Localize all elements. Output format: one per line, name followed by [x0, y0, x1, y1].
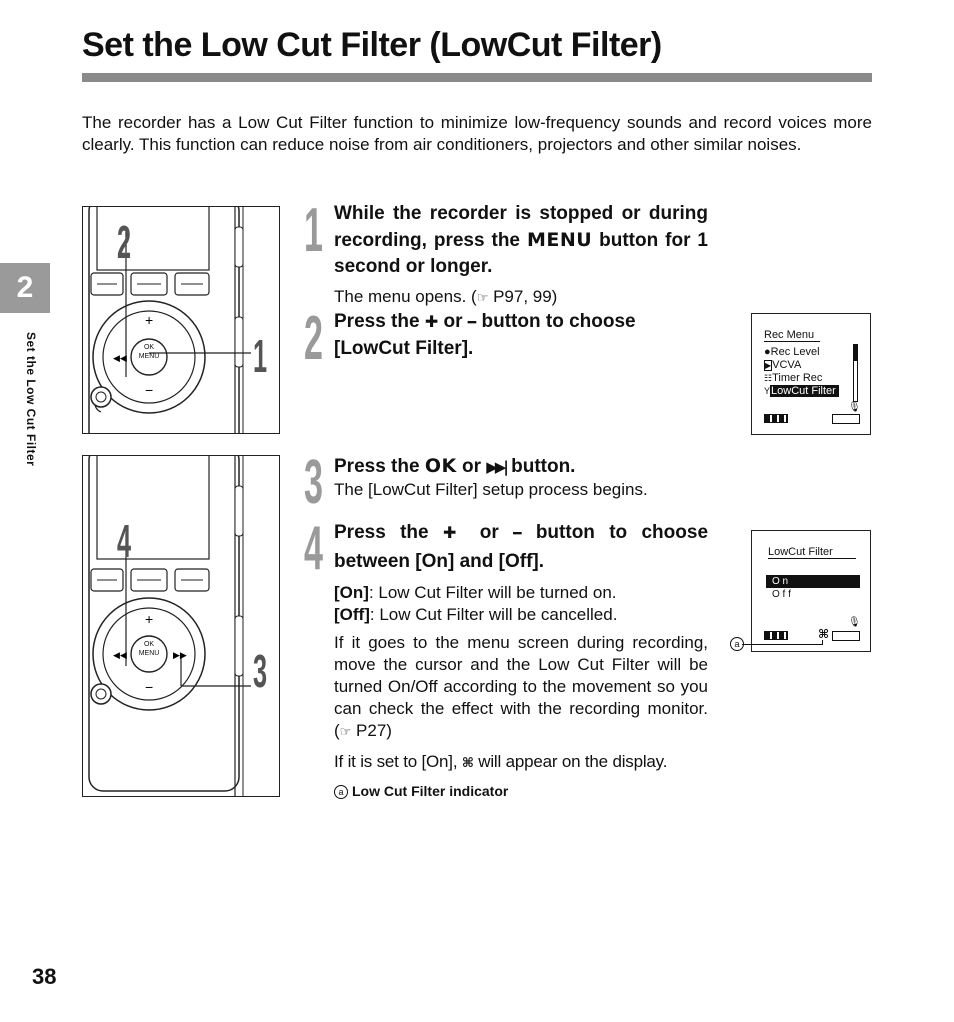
svg-text:◀◀: ◀◀	[113, 650, 127, 660]
step-1: While the recorder is stopped or during …	[334, 201, 708, 309]
step-4-paragraph: If it goes to the menu screen during rec…	[334, 633, 708, 740]
low-cut-filter-icon: ⌘	[818, 627, 830, 641]
title-underline	[82, 73, 872, 82]
lcd-menu-list: ●Rec Level ▶VCVA ☷Timer Rec YLowCut Filt…	[764, 346, 854, 398]
lcd-rec-menu: Rec Menu ●Rec Level ▶VCVA ☷Timer Rec YLo…	[751, 313, 871, 435]
mic-level-icon: 🎙	[848, 617, 861, 628]
lcd-menu-item-selected: YLowCut Filter	[764, 385, 854, 398]
menu-key-label: MENU	[526, 229, 593, 251]
battery-icon	[764, 414, 788, 423]
svg-text:▶▶: ▶▶	[173, 650, 187, 660]
ok-label: OK	[143, 344, 155, 351]
next-track-icon: ▶▶|	[486, 458, 508, 476]
lcd-marker: a	[730, 637, 744, 651]
step-4-heading: Press the ✚ or ━ button to choose betwee…	[334, 522, 709, 572]
svg-text:−: −	[145, 382, 153, 398]
step-1-note: The menu opens. (☞ P97, 99)	[334, 287, 558, 306]
chapter-tab: 2	[0, 263, 50, 313]
lcd-lowcut-filter: LowCut Filter O n O f f ⌘ 🎙	[751, 530, 871, 652]
ok-menu-label: OK MENU	[135, 343, 163, 361]
lcd-option-on: O n	[766, 575, 860, 588]
option-on-description: [On]: Low Cut Filter will be turned on.	[334, 583, 617, 602]
step-2: Press the ✚ or ━ button to choose [LowCu…	[334, 309, 708, 362]
lcd-menu-item: ▶VCVA	[764, 359, 802, 371]
page-title: Set the Low Cut Filter (LowCut Filter)	[82, 26, 662, 64]
svg-text:+: +	[145, 611, 153, 627]
mic-level-icon: 🎙	[848, 402, 861, 413]
plus-icon: ✚	[442, 523, 466, 542]
recorder-illustration: + − ◀◀ ▶▶	[88, 456, 251, 796]
menu-label: MENU	[138, 353, 160, 360]
reference-icon: ☞	[339, 724, 352, 739]
step-1-heading: While the recorder is stopped or during …	[334, 203, 708, 277]
lcd-marker-line	[822, 640, 823, 645]
svg-text:◀◀: ◀◀	[113, 353, 127, 363]
step-number-3: 3	[304, 448, 323, 517]
option-off-description: [Off]: Low Cut Filter will be cancelled.	[334, 605, 618, 624]
ok-label: OK	[143, 641, 155, 648]
battery-icon	[764, 631, 788, 640]
device-figure-bottom: + − ◀◀ ▶▶ OK MENU 4 3	[82, 455, 280, 797]
filter-icon: Y	[764, 386, 771, 396]
lcd-marker-line	[742, 644, 822, 645]
plus-icon: ✚	[424, 312, 439, 331]
step-number-1: 1	[304, 196, 323, 265]
svg-text:−: −	[145, 679, 153, 695]
callout-number-top: 2	[117, 216, 132, 268]
memory-icon	[832, 414, 860, 424]
rec-dot-icon: ●	[764, 346, 771, 358]
svg-text:+: +	[145, 312, 153, 328]
lcd-menu-item: ☷Timer Rec	[764, 372, 823, 384]
legend-marker: a	[334, 785, 348, 799]
callout-number-top: 4	[117, 515, 132, 567]
page-number: 38	[32, 964, 57, 989]
step-3-note: The [LowCut Filter] setup process begins…	[334, 480, 648, 499]
ok-menu-label: OK MENU	[135, 640, 163, 658]
step-number-4: 4	[304, 514, 323, 583]
memory-icon	[832, 631, 860, 641]
reference-icon: ☞	[476, 290, 489, 305]
side-section-label: Set the Low Cut Filter	[24, 332, 38, 467]
step-4: Press the ✚ or ━ button to choose betwee…	[334, 519, 708, 799]
menu-label: MENU	[138, 650, 160, 657]
play-icon: ▶	[764, 360, 773, 371]
lcd-title: LowCut Filter	[768, 546, 856, 559]
recorder-illustration: + − ◀◀	[88, 207, 251, 433]
step-3: Press the OK or ▶▶| button. The [LowCut …	[334, 453, 708, 501]
intro-paragraph: The recorder has a Low Cut Filter functi…	[82, 113, 872, 154]
callout-number-side: 3	[253, 645, 268, 697]
minus-icon: ━	[467, 315, 477, 331]
step-number-2: 2	[304, 304, 323, 373]
lcd-menu-item: ●Rec Level	[764, 346, 820, 358]
lcd-option-off: O f f	[772, 589, 791, 600]
callout-number-side: 1	[253, 330, 268, 382]
ok-key-label: OK	[424, 455, 457, 477]
display-indicator-note: If it is set to [On], ⌘ will appear on t…	[334, 752, 668, 771]
lcd-scrollbar	[853, 344, 858, 402]
minus-icon: ━	[513, 526, 522, 542]
device-figure-top: + − ◀◀ OK MENU 2 1	[82, 206, 280, 434]
low-cut-filter-icon: ⌘	[461, 756, 474, 771]
step-3-heading: Press the OK or ▶▶| button.	[334, 455, 576, 477]
lcd-title: Rec Menu	[764, 329, 821, 342]
timer-icon: ☷	[764, 373, 773, 383]
step-2-heading: Press the ✚ or ━ button to choose [LowCu…	[334, 311, 636, 359]
